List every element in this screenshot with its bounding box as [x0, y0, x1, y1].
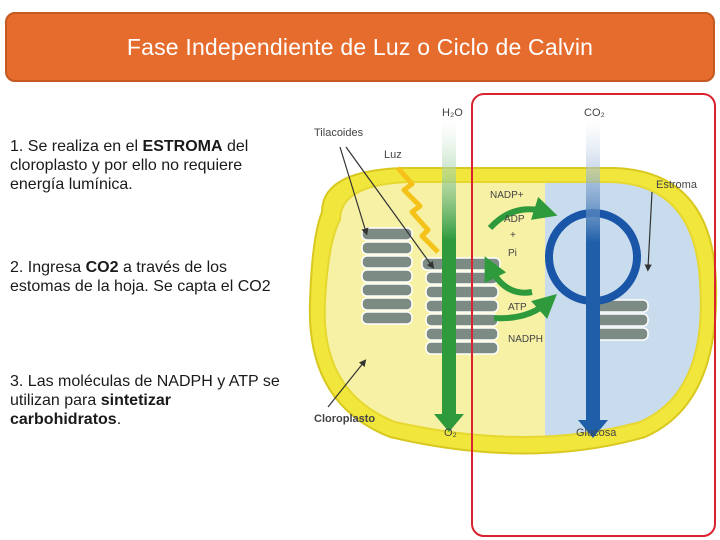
light-bolt-icon [396, 166, 440, 254]
point-2-text-b: a través de los estomas de la hoja. Se c… [10, 259, 271, 296]
point-2-text-a: 2. Ingresa [10, 259, 86, 276]
chloroplast-diagram: Tilacoides H₂O CO₂ Luz NADP+ ADP + Pi Es… [308, 93, 718, 537]
point-1-bold: ESTROMA [142, 138, 223, 155]
point-2: 2. Ingresa CO2 a través de los estomas d… [10, 258, 280, 296]
label-adp: ADP [504, 214, 525, 225]
point-2-bold: CO2 [85, 259, 119, 276]
stroma-highlight-box [471, 93, 716, 537]
label-cloroplasto: Cloroplasto [314, 413, 375, 425]
point-3-text-b: . [116, 411, 122, 429]
label-nadph: NADPH [508, 334, 543, 345]
point-3-text-a: 3. Las moléculas de NADPH y ATP se utili… [10, 373, 280, 410]
co2-arrow [586, 120, 600, 426]
label-h2o: H₂O [442, 107, 463, 119]
point-1-text-a: 1. Se realiza en el [10, 138, 143, 155]
label-co2: CO₂ [584, 107, 605, 119]
label-glucosa: Glucosa [576, 427, 617, 439]
label-o2: O₂ [444, 427, 457, 439]
point-1-text-b: del cloroplasto y por ello no requiere e… [10, 138, 249, 194]
slide-title: Fase Independiente de Luz o Ciclo de Cal… [126, 33, 594, 60]
point-3-bold: sintetizar carbohidratos [10, 392, 171, 429]
point-1: 1. Se realiza en el ESTROMA del cloropla… [10, 137, 280, 195]
h2o-arrow [442, 120, 456, 420]
point-3: 3. Las moléculas de NADPH y ATP se utili… [10, 372, 280, 430]
label-nadp: NADP+ [490, 190, 524, 201]
title-banner: Fase Independiente de Luz o Ciclo de Cal… [5, 12, 715, 82]
label-plus: + [510, 230, 516, 241]
label-tilacoides: Tilacoides [314, 127, 364, 139]
label-estroma: Estroma [656, 179, 698, 191]
label-pi: Pi [508, 248, 517, 259]
label-luz: Luz [384, 149, 402, 161]
label-atp: ATP [508, 302, 527, 313]
